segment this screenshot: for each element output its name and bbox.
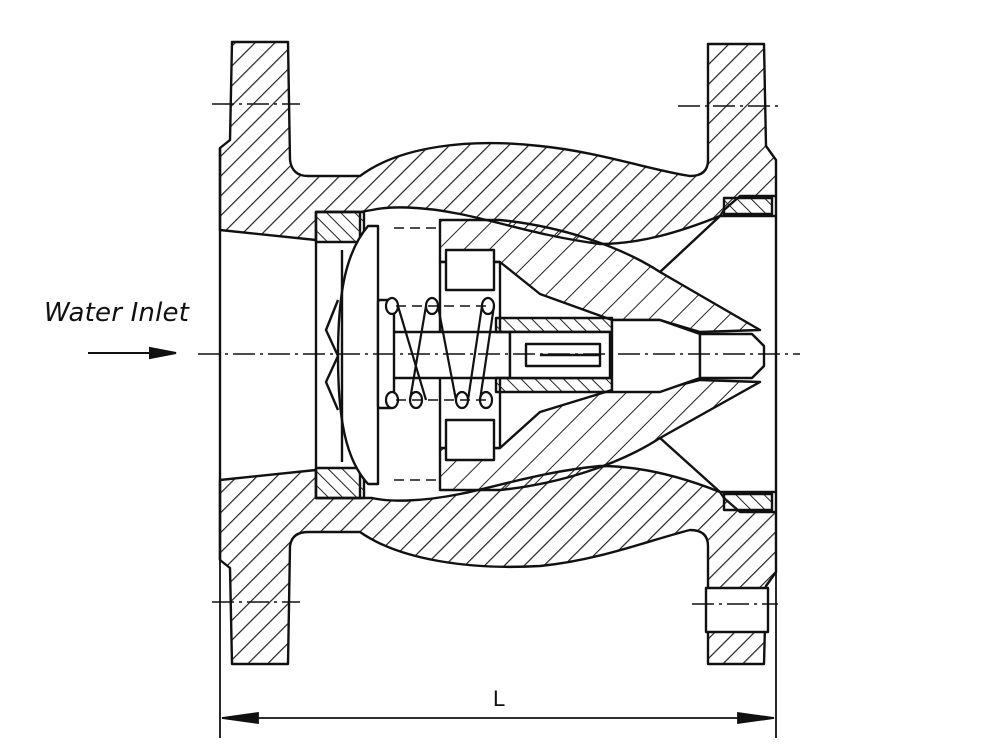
length-dimension-label: L [493,686,506,711]
bushing-lower [494,376,614,394]
water-inlet-label: Water Inlet [44,298,190,328]
bushing-upper [494,316,614,334]
dimension-L [219,560,777,738]
seat-ring-upper [314,210,366,244]
inlet-arrow [88,346,177,360]
nose-cone [610,318,702,394]
body-upper [218,40,778,246]
body-lower [218,464,778,666]
seat-ring-lower [314,466,366,500]
disc [336,224,380,486]
